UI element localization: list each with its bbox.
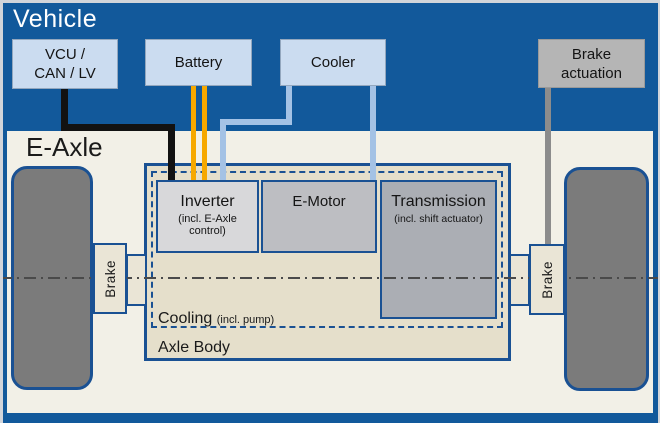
frame-edge-right (658, 0, 660, 423)
battery-label: Battery (174, 54, 223, 71)
transmission-subtitle: (incl. shift actuator) (394, 213, 483, 225)
axle-stub-left (126, 254, 147, 306)
line-vcu-to-inverter-seg1 (61, 89, 68, 131)
cooler-box: Cooler (280, 39, 386, 86)
vcu-label-line2: CAN / LV (34, 65, 96, 82)
line-brake-actuation-to-brake (545, 88, 551, 248)
brake-right-label: Brake (539, 260, 555, 299)
axle-centerline (0, 277, 660, 279)
brake-left-label: Brake (102, 259, 118, 298)
line-vcu-to-inverter-seg3 (168, 124, 175, 182)
wheel-right (564, 167, 649, 391)
vcu-can-lv-box: VCU / CAN / LV (12, 39, 118, 89)
line-cooler-to-inverter-seg1 (286, 86, 292, 125)
battery-box: Battery (145, 39, 252, 86)
inverter-subtitle-line2: control) (189, 225, 226, 237)
emotor-title: E-Motor (292, 193, 346, 210)
emotor-box: E-Motor (261, 180, 377, 253)
inverter-title: Inverter (180, 193, 235, 210)
eaxle-title: E-Axle (26, 132, 103, 162)
line-battery-hv-1 (191, 86, 196, 182)
axle-stub-right (509, 254, 530, 306)
cooling-label: Cooling (incl. pump) (158, 310, 274, 328)
vehicle-title: Vehicle (13, 5, 98, 33)
frame-edge-top (0, 0, 660, 3)
cooling-dashed-boundary (151, 171, 503, 328)
line-cooler-to-cooling (370, 86, 376, 182)
line-cooler-to-inverter-seg2 (220, 119, 292, 125)
transmission-title: Transmission (391, 193, 486, 210)
line-vcu-to-inverter-seg2 (61, 124, 175, 131)
brake-actuation-label-line2: actuation (561, 64, 622, 82)
brake-actuation-box: Brake actuation (538, 39, 645, 88)
frame-edge-left (0, 0, 3, 423)
transmission-box: Transmission (incl. shift actuator) (380, 180, 497, 319)
axle-body-label: Axle Body (158, 339, 231, 356)
cooler-label: Cooler (310, 54, 356, 71)
inverter-box: Inverter (incl. E-Axle control) (156, 180, 259, 253)
brake-left-box: Brake (93, 243, 127, 314)
line-battery-hv-2 (202, 86, 207, 182)
brake-actuation-label-line1: Brake (571, 45, 612, 63)
cooling-subtitle: (incl. pump) (216, 314, 275, 326)
brake-right-box: Brake (529, 244, 565, 315)
line-cooler-to-inverter-seg3 (220, 119, 226, 182)
cooling-title: Cooling (158, 310, 213, 327)
inverter-subtitle-line1: (incl. E-Axle (178, 213, 237, 225)
vcu-label-line1: VCU / (44, 46, 85, 63)
